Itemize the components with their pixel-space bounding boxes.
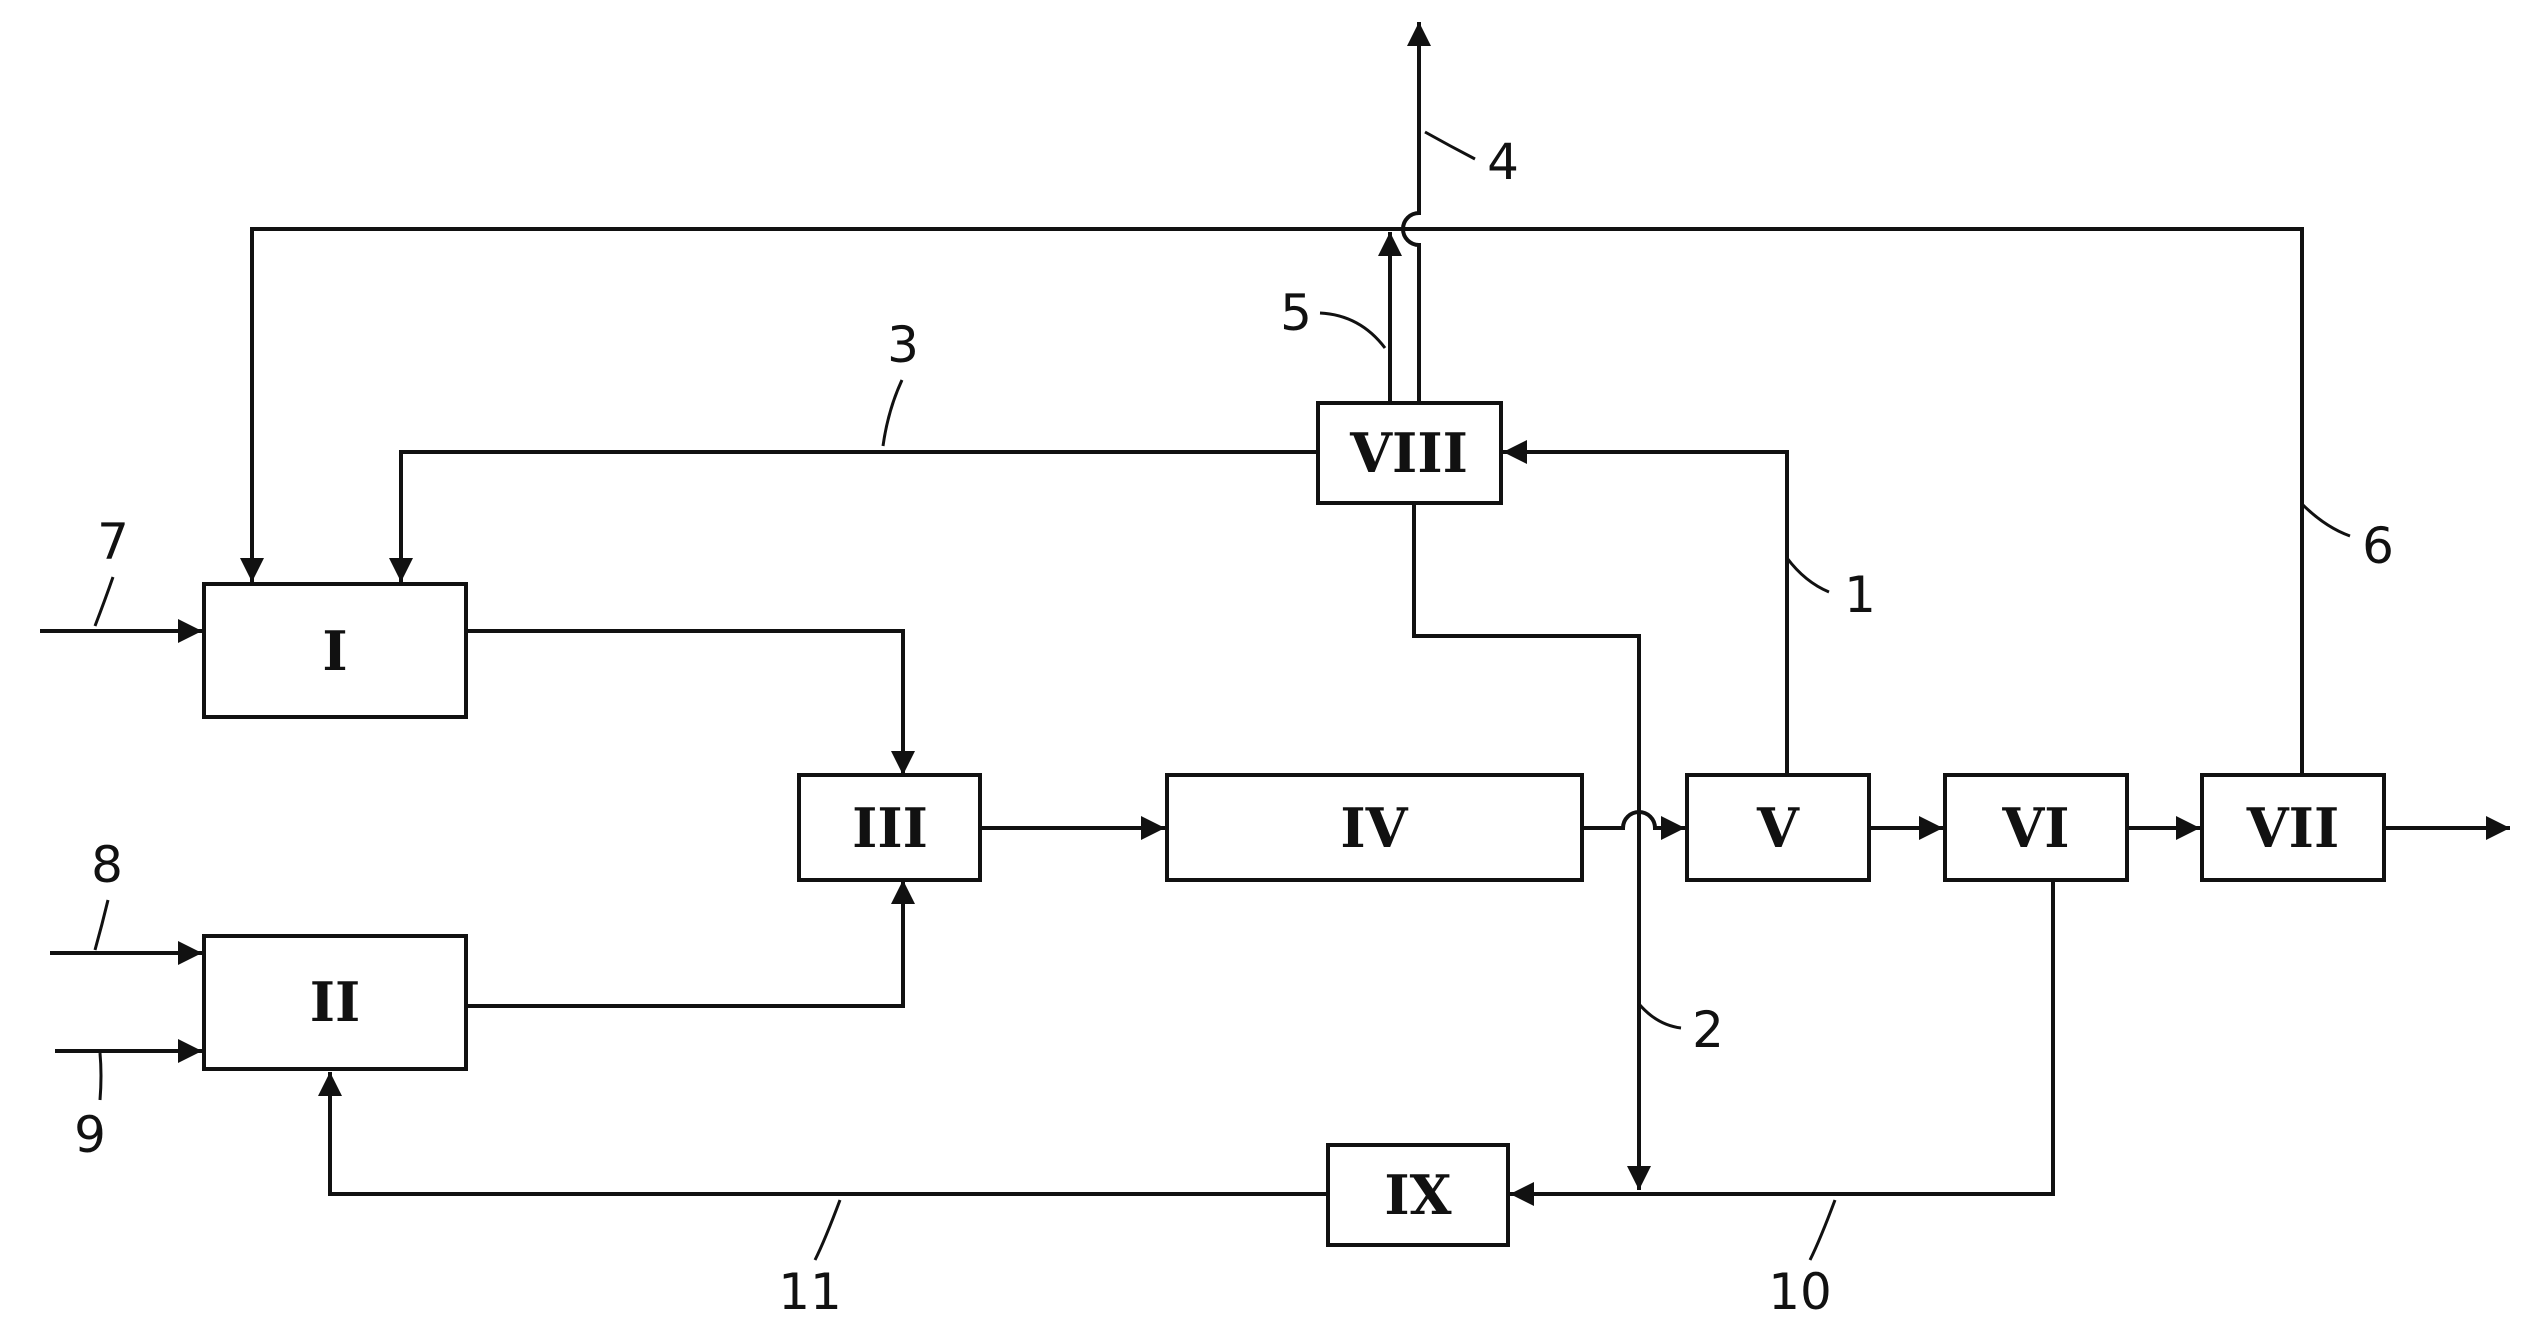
block-viii: VIII [1318,403,1501,503]
leader-11 [815,1200,840,1260]
leader-2 [1639,1004,1681,1028]
stream-label-3: 3 [887,316,919,374]
leader-9 [100,1053,101,1100]
block-ix-label: IX [1384,1163,1451,1227]
stream-label-10: 10 [1768,1263,1832,1321]
leader-8 [95,900,108,950]
block-v: V [1687,775,1869,880]
leader-10 [1810,1200,1835,1260]
block-vii-label: VII [2246,796,2339,860]
stream-labels: 1 2 3 4 5 6 7 8 9 10 11 [74,133,2394,1321]
block-v-label: V [1756,796,1800,860]
block-ii-label: II [310,970,361,1034]
block-vii: VII [2202,775,2384,880]
block-ix: IX [1328,1145,1508,1245]
leader-6 [2302,504,2350,536]
stream-label-2: 2 [1692,1001,1724,1059]
leader-4 [1425,132,1475,159]
stream-label-6: 6 [2362,517,2394,575]
leader-7 [95,577,113,626]
stream-label-4: 4 [1487,133,1519,191]
stream-label-8: 8 [91,836,123,894]
block-viii-label: VIII [1349,421,1468,485]
stream-label-1: 1 [1844,566,1876,624]
stream-10-line [1510,880,2053,1194]
block-iv: IV [1167,775,1582,880]
block-ii: II [204,936,466,1069]
block-iv-label: IV [1340,796,1408,860]
leader-3 [883,380,902,446]
stream-6-line [252,229,2302,775]
block-iii: III [799,775,980,880]
stream-4-line [1403,22,1419,403]
leader-1 [1787,558,1829,592]
leader-5 [1320,313,1385,348]
block-iii-label: III [852,796,928,860]
stream-label-5: 5 [1280,284,1312,342]
line-iv-to-v [1582,812,1685,828]
line-ii-to-iii [466,880,903,1006]
stream-3-line [401,452,1316,582]
stream-1-line [1503,452,1787,775]
stream-label-7: 7 [97,513,129,571]
block-i-label: I [322,619,347,683]
block-vi-label: VI [2001,796,2069,860]
stream-11-line [330,1072,1326,1194]
stream-label-11: 11 [778,1263,842,1321]
block-i: I [204,584,466,717]
block-vi: VI [1945,775,2127,880]
line-i-to-iii [466,631,903,775]
stream-label-9: 9 [74,1106,106,1164]
